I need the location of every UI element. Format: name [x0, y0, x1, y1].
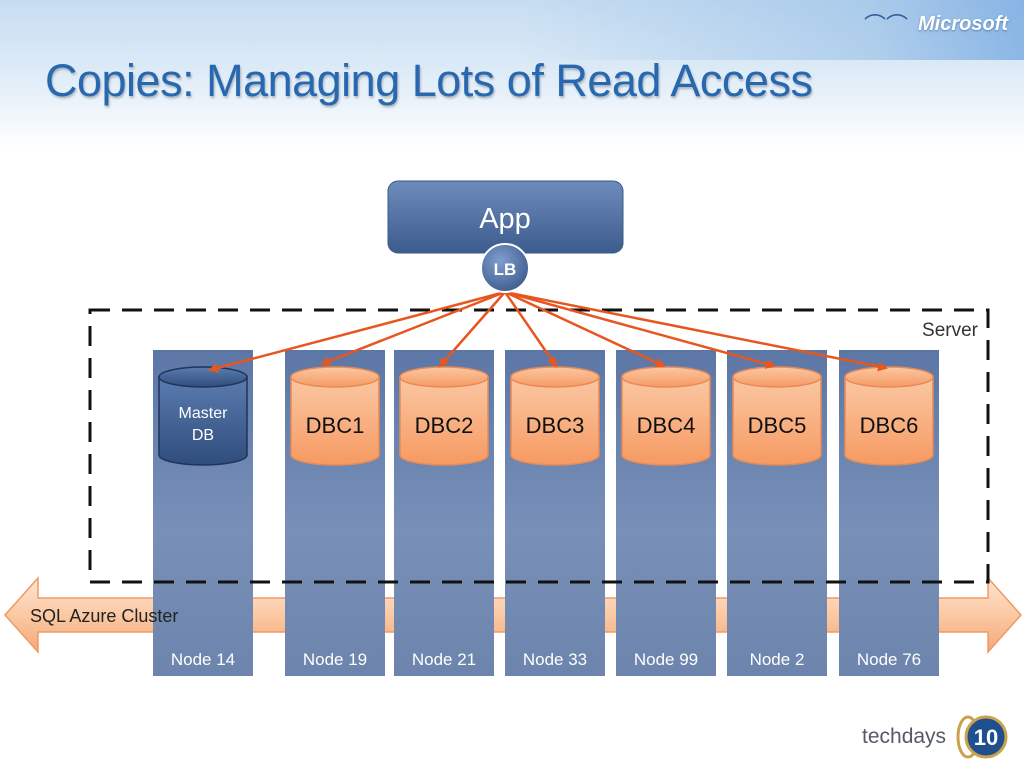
lb-circle — [480, 243, 530, 293]
lb-arrow — [504, 290, 666, 368]
copy-db-cylinder-body — [844, 376, 934, 466]
copy-db-cylinder — [844, 366, 934, 466]
copy-db-cylinder — [399, 366, 489, 466]
birds-icon: ⌒⌒ — [863, 14, 908, 39]
slide-title: Copies: Managing Lots of Read Access — [45, 55, 813, 106]
node-label: Node 33 — [523, 650, 587, 669]
copy-db-cylinder-body — [621, 376, 711, 466]
techdays-logo: techdays 10 — [862, 712, 1008, 762]
copy-db-cylinder — [510, 366, 600, 466]
master-db-cylinder-top — [158, 366, 248, 388]
copy-db-cylinder-top — [732, 366, 822, 388]
lb-arrow — [503, 291, 558, 368]
copy-db-cylinder — [732, 366, 822, 466]
copy-db-cylinder-top — [399, 366, 489, 388]
lb-label: LB — [494, 260, 517, 279]
node-label: Node 19 — [303, 650, 367, 669]
server-boundary — [88, 308, 990, 584]
techdays-text: techdays — [862, 725, 947, 748]
copy-db-cylinder-top — [844, 366, 934, 388]
header-swoosh — [520, 0, 1024, 60]
techdays-badge-icon: 10 — [956, 715, 1008, 759]
node-label: Node 99 — [634, 650, 698, 669]
app-label: App — [479, 203, 531, 235]
copy-db-label: DBC1 — [306, 413, 365, 438]
master-db-cylinder-body — [158, 376, 248, 466]
copy-db-cylinder-top — [290, 366, 380, 388]
cluster-label: SQL Azure Cluster — [30, 606, 178, 626]
brand: ⌒⌒ Microsoft — [864, 8, 1008, 40]
copy-db-cylinder-top — [621, 366, 711, 388]
lb-arrow — [504, 290, 776, 369]
copy-db-label: DBC6 — [860, 413, 919, 438]
node-label: Node 76 — [857, 650, 921, 669]
copy-db-label: DBC2 — [415, 413, 474, 438]
copy-db-cylinder — [290, 366, 380, 466]
server-label: Server — [922, 320, 979, 341]
lb-arrow — [208, 290, 506, 373]
copy-db-label: DBC4 — [637, 413, 696, 438]
master-db-label: Master — [179, 405, 229, 422]
node-label: Node 14 — [171, 650, 235, 669]
copy-db-label: DBC5 — [748, 413, 807, 438]
master-db-label: DB — [192, 427, 214, 444]
node-label: Node 21 — [412, 650, 476, 669]
techdays-number: 10 — [974, 725, 998, 750]
copy-db-cylinder-body — [732, 376, 822, 466]
copy-db-cylinder — [621, 366, 711, 466]
copy-db-cylinder-body — [399, 376, 489, 466]
node-label: Node 2 — [750, 650, 805, 669]
master-db-cylinder — [158, 366, 248, 466]
microsoft-logo: Microsoft — [918, 12, 1008, 35]
copy-db-cylinder-top — [510, 366, 600, 388]
copy-db-label: DBC3 — [526, 413, 585, 438]
lb-arrow — [438, 291, 506, 368]
lb-arrow — [320, 290, 506, 366]
lb-arrow — [504, 290, 888, 372]
lb-arrows — [208, 290, 888, 373]
copy-db-cylinder-body — [290, 376, 380, 466]
copy-db-cylinder-body — [510, 376, 600, 466]
